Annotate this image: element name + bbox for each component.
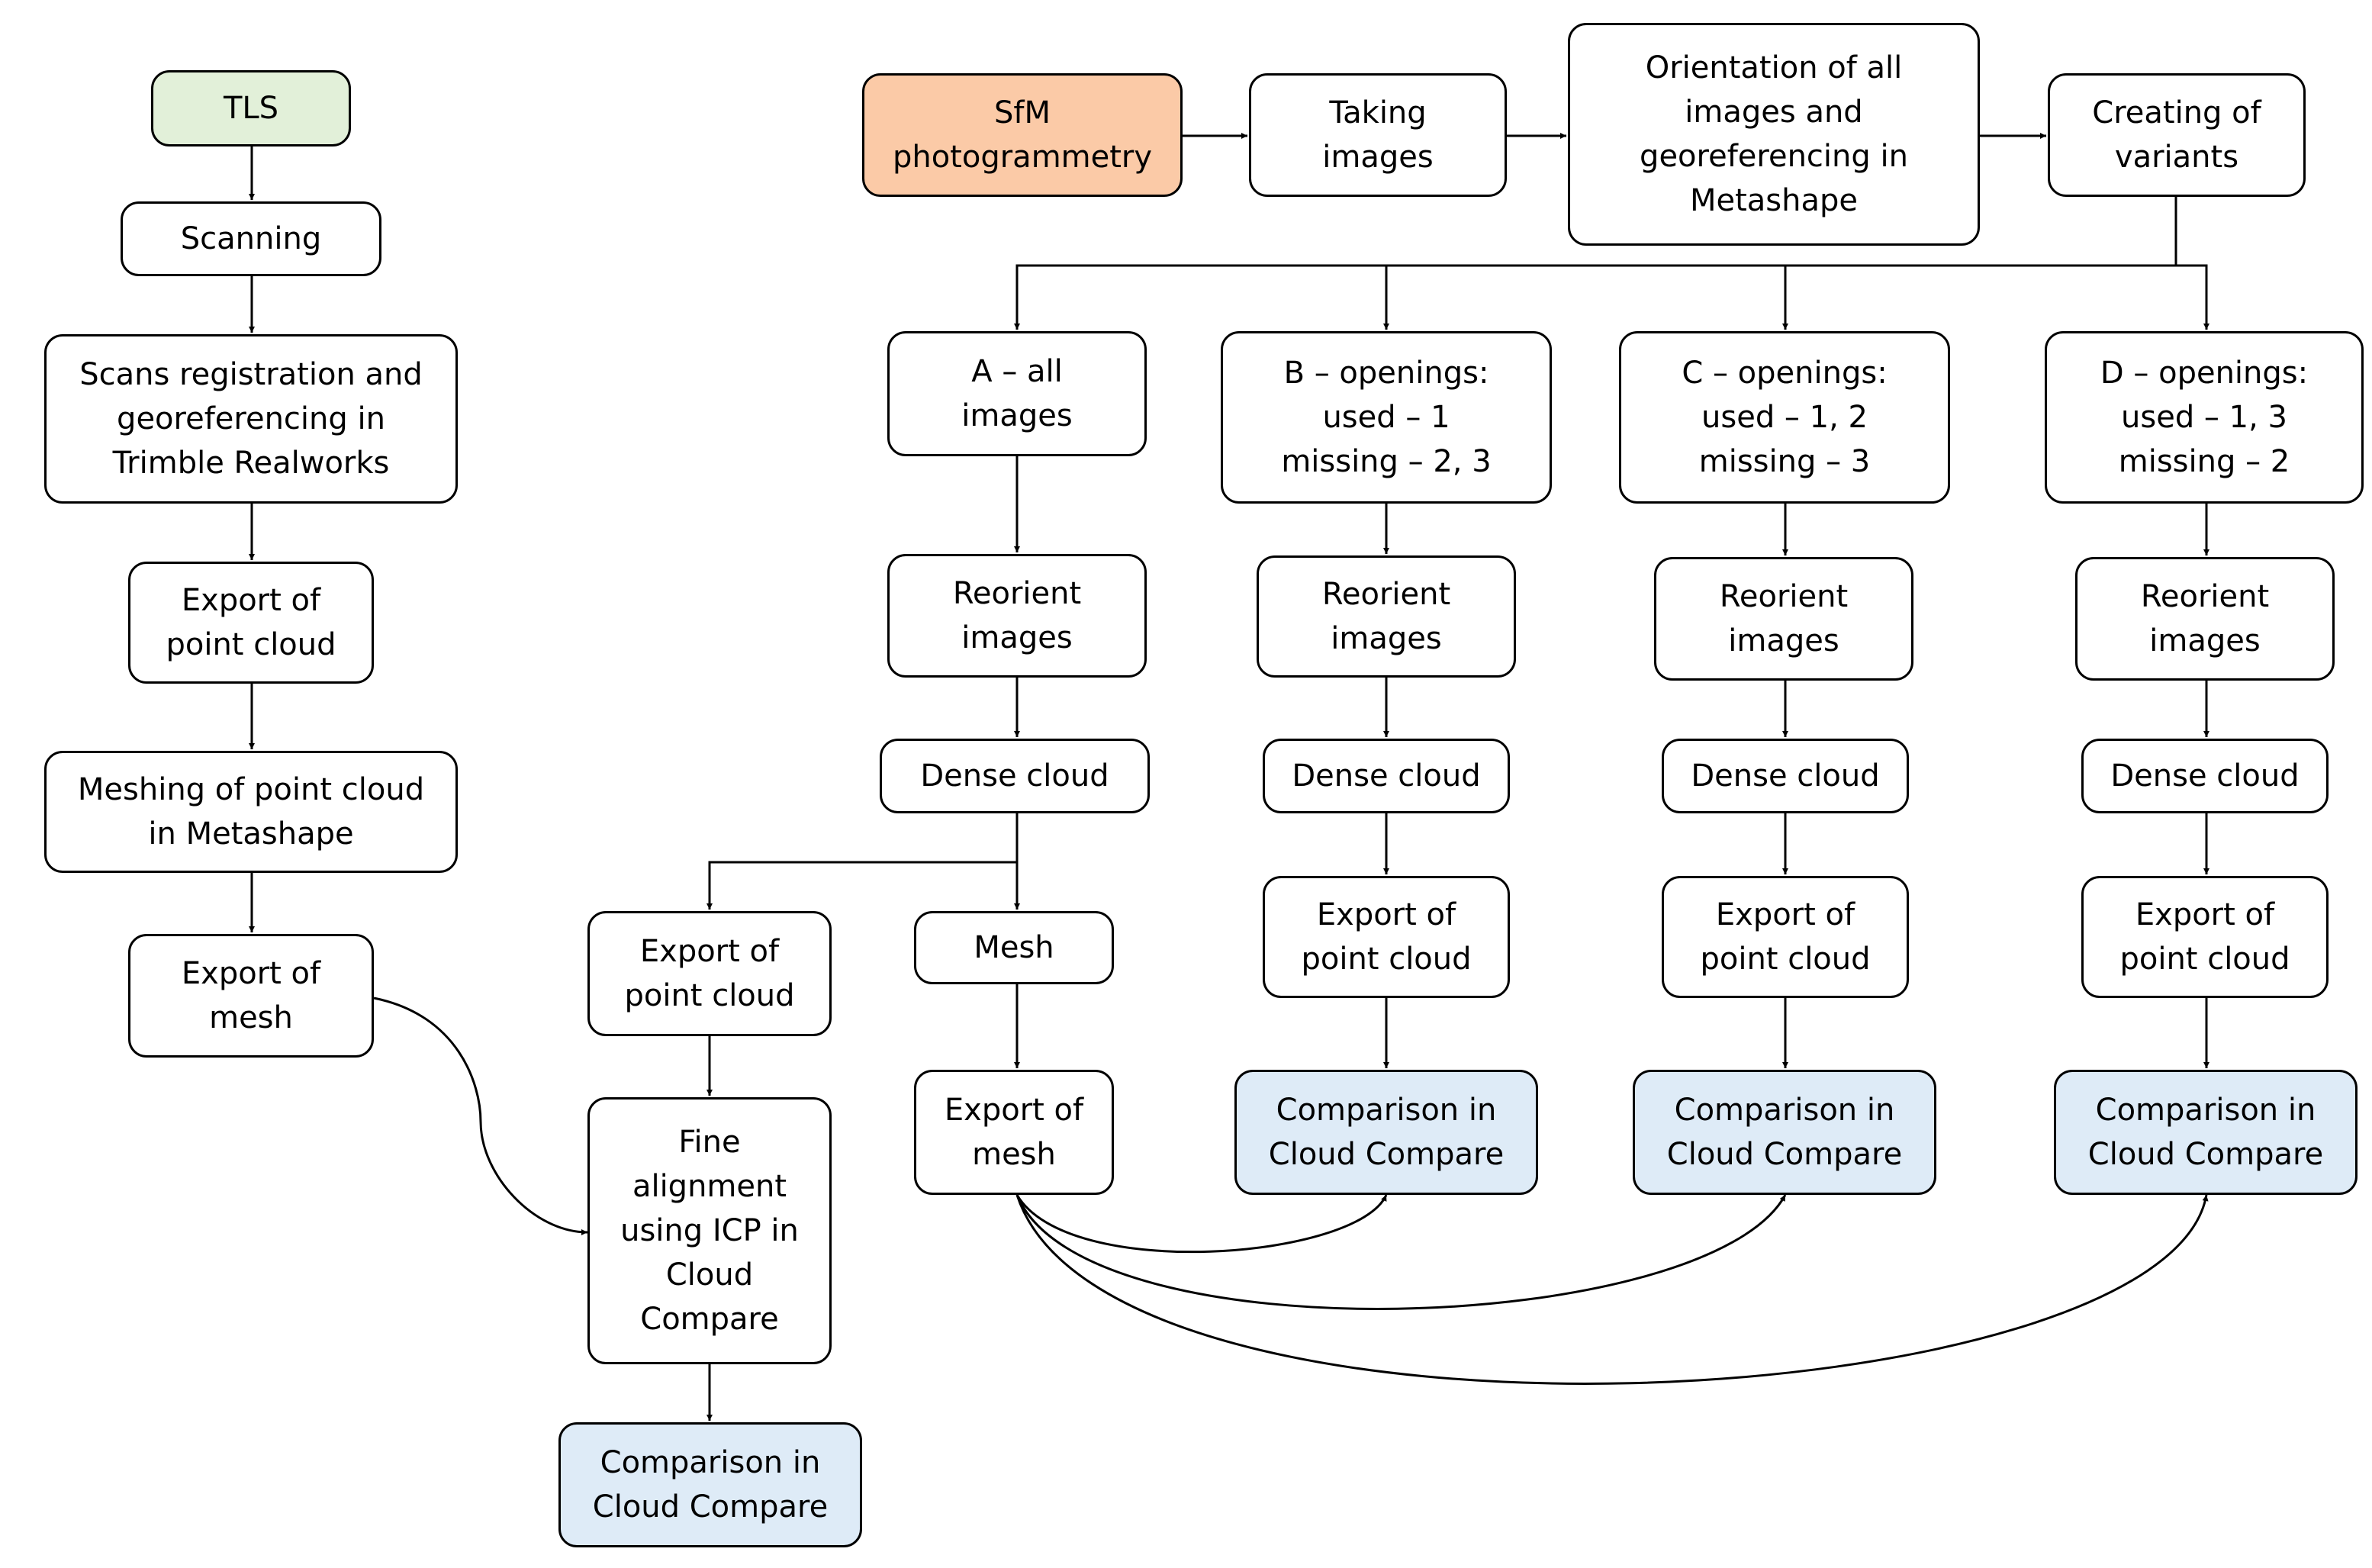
tls-start-label: TLS xyxy=(223,91,279,126)
variant-a-export-point-cloud-label: Export of point cloud xyxy=(624,934,795,1013)
variant-c-reorient-node: Reorient images xyxy=(1654,557,1913,681)
arrow-variants-to-a xyxy=(1014,197,2177,330)
variant-c-comparison-node: Comparison in Cloud Compare xyxy=(1633,1070,1936,1195)
variant-a-dense-cloud-node: Dense cloud xyxy=(880,739,1150,813)
variant-a-reorient-label: Reorient images xyxy=(952,576,1082,655)
variant-d-label: D – openings: used – 1, 3 missing – 2 xyxy=(2100,356,2309,479)
scanning-node: Scanning xyxy=(121,201,381,276)
creating-variants-label: Creating of variants xyxy=(2092,95,2261,175)
taking-images-label: Taking images xyxy=(1322,95,1434,175)
variant-b-reorient-label: Reorient images xyxy=(1321,577,1451,656)
tls-export-point-cloud-node: Export of point cloud xyxy=(128,562,374,684)
variant-a-export-mesh-label: Export of mesh xyxy=(944,1093,1084,1172)
scans-registration-label: Scans registration and georeferencing in… xyxy=(79,357,423,481)
arrow-mesh-to-comparison-b xyxy=(1015,1194,1388,1254)
variant-b-dense-cloud-label: Dense cloud xyxy=(1292,758,1481,794)
variant-d-node: D – openings: used – 1, 3 missing – 2 xyxy=(2045,331,2364,504)
variant-d-reorient-node: Reorient images xyxy=(2075,557,2335,681)
arrow-tls-mesh-to-fine-alignment xyxy=(373,997,588,1235)
variant-a-dense-cloud-label: Dense cloud xyxy=(920,758,1109,794)
tls-start-node: TLS xyxy=(151,70,351,146)
variant-c-reorient-label: Reorient images xyxy=(1719,579,1849,658)
variant-d-reorient-label: Reorient images xyxy=(2140,579,2270,658)
taking-images-node: Taking images xyxy=(1249,73,1507,197)
variant-a-node: A – all images xyxy=(887,331,1147,456)
variant-d-comparison-node: Comparison in Cloud Compare xyxy=(2054,1070,2358,1195)
variant-b-export-point-cloud-node: Export of point cloud xyxy=(1263,876,1510,998)
meshing-label: Meshing of point cloud in Metashape xyxy=(77,772,425,852)
variant-b-node: B – openings: used – 1 missing – 2, 3 xyxy=(1221,331,1552,504)
variant-d-dense-cloud-label: Dense cloud xyxy=(2110,758,2300,794)
variant-d-comparison-label: Comparison in Cloud Compare xyxy=(2087,1093,2324,1172)
variant-a-comparison-node: Comparison in Cloud Compare xyxy=(558,1422,862,1547)
variant-b-export-point-cloud-label: Export of point cloud xyxy=(1301,897,1472,977)
variant-a-comparison-label: Comparison in Cloud Compare xyxy=(592,1445,829,1525)
variant-c-export-point-cloud-node: Export of point cloud xyxy=(1662,876,1909,998)
arrow-variants-to-d xyxy=(2176,264,2209,330)
scanning-label: Scanning xyxy=(180,221,322,256)
tls-export-point-cloud-label: Export of point cloud xyxy=(166,583,336,662)
variant-d-export-point-cloud-node: Export of point cloud xyxy=(2081,876,2329,998)
variant-b-dense-cloud-node: Dense cloud xyxy=(1263,739,1510,813)
variant-c-export-point-cloud-label: Export of point cloud xyxy=(1700,897,1871,977)
variant-a-label: A – all images xyxy=(961,354,1073,433)
arrow-mesh-to-comparison-c xyxy=(1015,1194,1787,1310)
scans-registration-node: Scans registration and georeferencing in… xyxy=(44,334,458,504)
variant-b-comparison-label: Comparison in Cloud Compare xyxy=(1268,1093,1505,1172)
tls-export-mesh-label: Export of mesh xyxy=(181,956,321,1035)
variant-d-dense-cloud-node: Dense cloud xyxy=(2081,739,2329,813)
variant-d-export-point-cloud-label: Export of point cloud xyxy=(2119,897,2290,977)
variant-c-dense-cloud-node: Dense cloud xyxy=(1662,739,1909,813)
fine-alignment-label: Fine alignment using ICP in Cloud Compar… xyxy=(620,1125,799,1337)
variant-c-node: C – openings: used – 1, 2 missing – 3 xyxy=(1619,331,1950,504)
variant-c-label: C – openings: used – 1, 2 missing – 3 xyxy=(1682,356,1888,479)
meshing-node: Meshing of point cloud in Metashape xyxy=(44,751,458,873)
variant-c-comparison-label: Comparison in Cloud Compare xyxy=(1666,1093,1903,1172)
variant-b-label: B – openings: used – 1 missing – 2, 3 xyxy=(1281,356,1492,479)
sfm-start-node: SfM photogrammetry xyxy=(862,73,1183,197)
variant-a-mesh-label: Mesh xyxy=(974,930,1054,965)
tls-export-mesh-node: Export of mesh xyxy=(128,934,374,1058)
variant-a-mesh-node: Mesh xyxy=(914,911,1114,984)
variant-a-reorient-node: Reorient images xyxy=(887,554,1147,678)
variant-b-comparison-node: Comparison in Cloud Compare xyxy=(1234,1070,1538,1195)
fine-alignment-node: Fine alignment using ICP in Cloud Compar… xyxy=(587,1097,832,1364)
creating-variants-node: Creating of variants xyxy=(2048,73,2306,197)
sfm-start-label: SfM photogrammetry xyxy=(892,95,1153,175)
arrow-a-dense-to-export-cloud xyxy=(706,813,1019,910)
variant-a-export-point-cloud-node: Export of point cloud xyxy=(587,911,832,1036)
variant-b-reorient-node: Reorient images xyxy=(1257,555,1516,678)
orientation-label: Orientation of all images and georeferen… xyxy=(1640,50,1908,218)
arrow-mesh-to-comparison-d xyxy=(1015,1194,2209,1385)
variant-c-dense-cloud-label: Dense cloud xyxy=(1691,758,1880,794)
variant-a-export-mesh-node: Export of mesh xyxy=(914,1070,1114,1195)
orientation-node: Orientation of all images and georeferen… xyxy=(1568,23,1980,246)
